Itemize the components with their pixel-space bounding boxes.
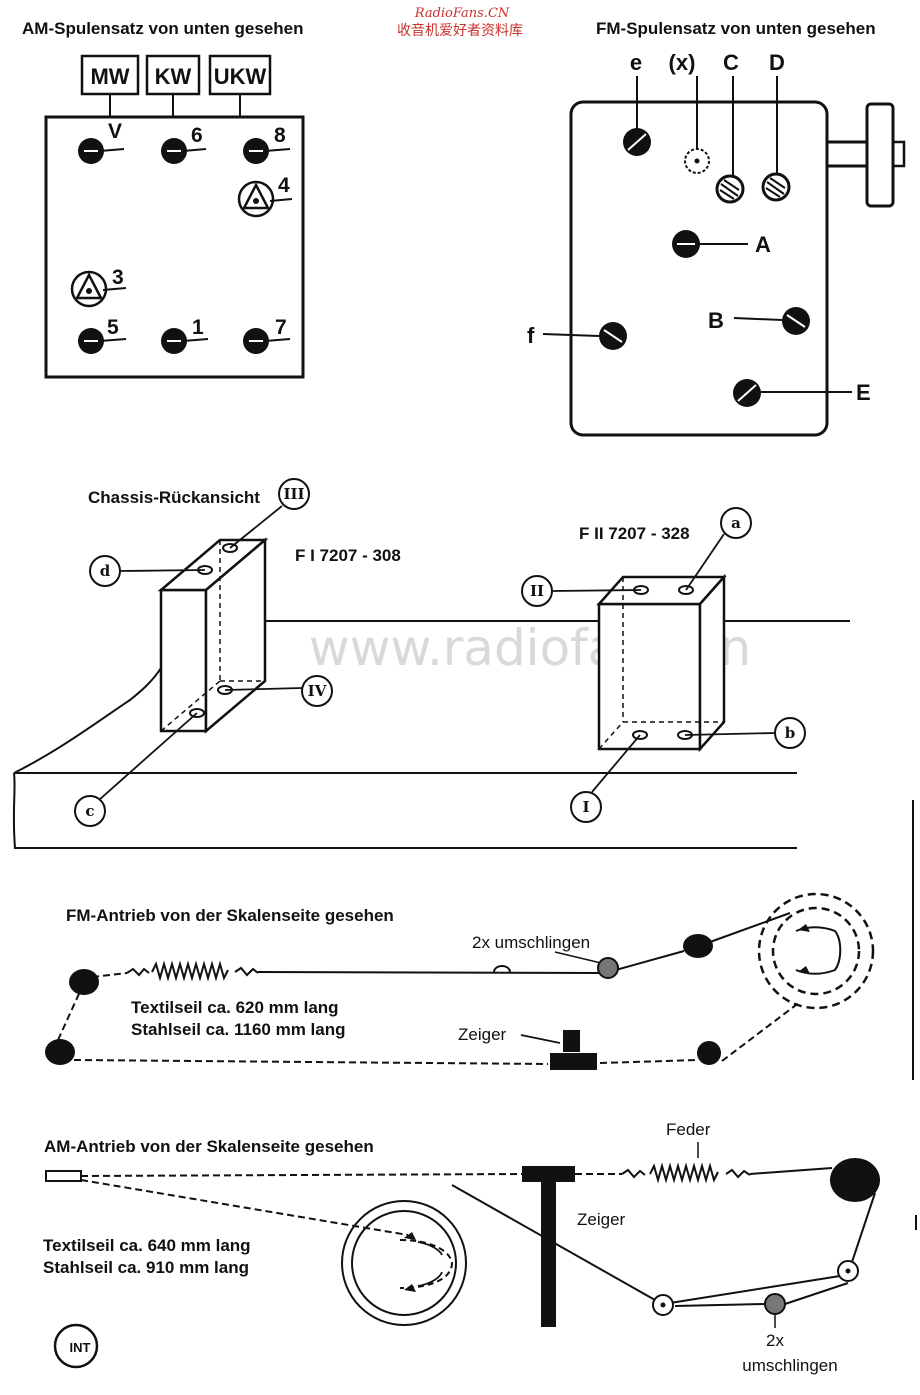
am-pin-v: V bbox=[78, 120, 125, 164]
am-cord-end bbox=[45, 1170, 82, 1182]
svg-text:I: I bbox=[582, 798, 589, 816]
fm-point-x bbox=[684, 76, 710, 174]
fm-label-c: C bbox=[723, 50, 739, 75]
site-subtitle: 收音机爱好者资料库 bbox=[397, 22, 523, 38]
fm-drive-diagram: FM-Antrieb von der Skalenseite gesehen 2… bbox=[45, 892, 875, 1070]
svg-text:IV: IV bbox=[308, 682, 327, 700]
am-coil-frame bbox=[44, 115, 305, 379]
am-spring-label: Feder bbox=[666, 1120, 711, 1139]
am-coil-diagram: AM-Spulensatz von unten gesehen MW KW UK… bbox=[22, 19, 305, 379]
fm-pointer-label: Zeiger bbox=[458, 1025, 507, 1044]
am-pin-1: 1 bbox=[161, 316, 209, 354]
svg-text:A: A bbox=[755, 232, 771, 257]
fm-screw-e-lower: E bbox=[733, 379, 871, 407]
int-logo: INT bbox=[53, 1323, 99, 1369]
svg-text:4: 4 bbox=[278, 174, 290, 197]
marker-iii: III bbox=[278, 478, 310, 510]
svg-text:c: c bbox=[85, 802, 94, 820]
fm-pulley-top-left bbox=[69, 969, 99, 995]
filter1-label: F I 7207 - 308 bbox=[295, 546, 401, 565]
marker-ii: II bbox=[521, 575, 553, 607]
marker-a: a bbox=[720, 507, 752, 539]
svg-text:6: 6 bbox=[191, 124, 203, 147]
marker-iv: IV bbox=[301, 675, 333, 707]
fm-label-e: e bbox=[630, 50, 642, 75]
am-pin-7: 7 bbox=[243, 316, 291, 354]
svg-text:5: 5 bbox=[107, 316, 119, 339]
fm-wrap-label: 2x umschlingen bbox=[472, 933, 590, 952]
svg-text:f: f bbox=[527, 323, 535, 348]
fm-drive-title: FM-Antrieb von der Skalenseite gesehen bbox=[66, 906, 394, 925]
svg-text:8: 8 bbox=[274, 124, 286, 147]
fm-screw-a: A bbox=[672, 230, 771, 258]
band-label-kw: KW bbox=[155, 64, 192, 89]
filter1-box bbox=[157, 537, 269, 734]
filter2-box bbox=[596, 573, 727, 753]
fm-screw-e bbox=[623, 76, 651, 156]
fm-pointer bbox=[550, 1030, 597, 1070]
chassis-title: Chassis-Rückansicht bbox=[88, 488, 260, 507]
am-drive-title: AM-Antrieb von der Skalenseite gesehen bbox=[44, 1137, 374, 1156]
svg-text:E: E bbox=[856, 380, 871, 405]
fm-drive-drum bbox=[757, 892, 875, 1010]
marker-b: b bbox=[774, 717, 806, 749]
fm-label-d: D bbox=[769, 50, 785, 75]
fm-coil-title: FM-Spulensatz von unten gesehen bbox=[596, 19, 876, 38]
am-cord2: Stahlseil ca. 910 mm lang bbox=[43, 1258, 249, 1277]
svg-text:III: III bbox=[283, 485, 304, 503]
svg-text:B: B bbox=[708, 308, 724, 333]
fm-wrap-roller bbox=[597, 957, 619, 979]
fm-pulley-bottom-left bbox=[45, 1039, 75, 1065]
svg-text:a: a bbox=[731, 514, 741, 532]
svg-text:d: d bbox=[100, 562, 111, 580]
marker-d: d bbox=[89, 555, 121, 587]
svg-text:II: II bbox=[530, 582, 544, 600]
am-drive-diagram: AM-Antrieb von der Skalenseite gesehen F… bbox=[43, 1120, 880, 1375]
svg-text:7: 7 bbox=[275, 316, 287, 339]
fm-cord2: Stahlseil ca. 1160 mm lang bbox=[131, 1020, 346, 1039]
fm-screw-f: f bbox=[527, 322, 627, 350]
fm-pulley-lower bbox=[697, 1041, 721, 1065]
fm-core-c bbox=[715, 76, 745, 204]
band-label-ukw: UKW bbox=[214, 64, 267, 89]
fm-coil-diagram: FM-Spulensatz von unten gesehen e (x) C … bbox=[527, 19, 906, 437]
am-pointer-label: Zeiger bbox=[577, 1210, 626, 1229]
filter2-label: F II 7207 - 328 bbox=[579, 524, 690, 543]
svg-text:V: V bbox=[108, 120, 122, 143]
marker-i: I bbox=[570, 791, 602, 823]
fm-cord1: Textilseil ca. 620 mm lang bbox=[131, 998, 339, 1017]
chassis-diagram: Chassis-Rückansicht F I 7207 - 308 F II … bbox=[12, 478, 850, 849]
fm-shaft-knob bbox=[865, 102, 895, 208]
svg-text:b: b bbox=[785, 724, 796, 742]
am-wrap-label-1: 2x bbox=[766, 1331, 784, 1350]
am-pulley-main bbox=[830, 1158, 880, 1202]
fm-screw-b: B bbox=[708, 307, 810, 335]
am-wrap-roller bbox=[764, 1293, 786, 1315]
marker-c: c bbox=[74, 795, 106, 827]
am-pin-5: 5 bbox=[78, 316, 127, 354]
svg-text:1: 1 bbox=[192, 316, 204, 339]
site-name: RadioFans.CN bbox=[414, 6, 510, 21]
fm-coil-frame bbox=[569, 100, 829, 437]
am-pin-6: 6 bbox=[161, 124, 207, 164]
fm-core-d bbox=[761, 76, 791, 202]
svg-text:3: 3 bbox=[112, 266, 124, 289]
am-pointer bbox=[522, 1166, 575, 1327]
am-pin-4: 4 bbox=[237, 174, 293, 218]
am-wrap-label-2: umschlingen bbox=[742, 1356, 837, 1375]
am-cord1: Textilseil ca. 640 mm lang bbox=[43, 1236, 251, 1255]
am-coil-title: AM-Spulensatz von unten gesehen bbox=[22, 19, 303, 38]
fm-label-x: (x) bbox=[669, 50, 696, 75]
am-pin-8: 8 bbox=[243, 124, 291, 164]
svg-text:INT: INT bbox=[70, 1340, 91, 1355]
band-label-mw: MW bbox=[90, 64, 129, 89]
am-pin-3: 3 bbox=[70, 266, 127, 308]
am-drive-drum bbox=[341, 1200, 467, 1326]
fm-pulley-upper bbox=[683, 934, 713, 958]
